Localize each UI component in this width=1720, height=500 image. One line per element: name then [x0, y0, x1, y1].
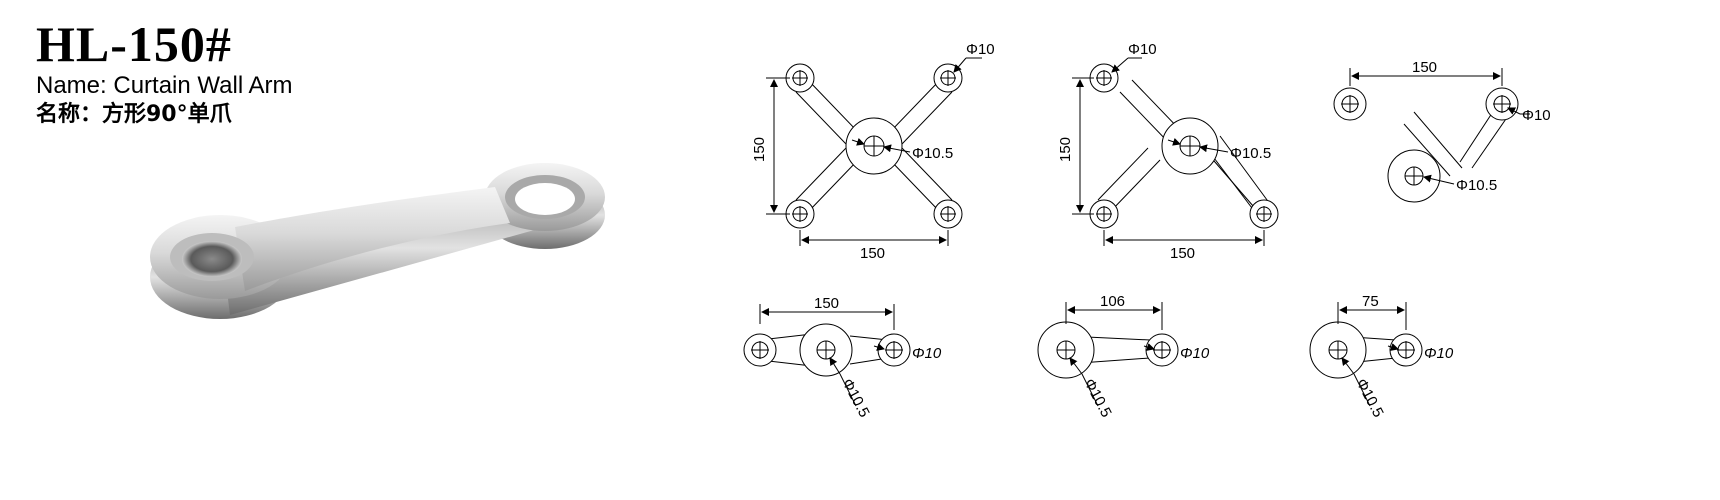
curtain-wall-arm-image [150, 163, 605, 319]
single-arm-106-small-hole-label: Φ10 [1180, 345, 1210, 362]
single-arm-75-small-hole-label: Φ10 [1424, 345, 1454, 362]
drawing-single-arm-75 [1309, 302, 1423, 407]
double-arm-center-hole-label: Φ10.5 [838, 376, 872, 420]
double-arm-width-dim: 150 [814, 295, 839, 312]
x-arm-center-hole-label: Φ10.5 [912, 145, 953, 162]
v-arm-center-hole-label: Φ10.5 [1456, 177, 1497, 194]
product-name: Name: Curtain Wall Arm [36, 72, 293, 99]
technical-drawings: Φ10 Φ10.5 150 150 Φ10 Φ10.5 150 150 150 … [743, 41, 1551, 420]
x-arm-b-height-dim: 150 [1057, 137, 1074, 162]
header: HL-150# Name: Curtain Wall Arm 名称：方形90°单… [36, 16, 293, 130]
single-arm-106-center-hole-label: Φ10.5 [1080, 376, 1114, 420]
x-arm-height-dim: 150 [751, 137, 768, 162]
x-arm-b-width-dim: 150 [1170, 245, 1195, 262]
x-arm-b-small-hole-label: Φ10 [1128, 41, 1157, 58]
drawing-x-arm [766, 57, 982, 246]
x-arm-width-dim: 150 [860, 245, 885, 262]
v-arm-small-hole-label: Φ10 [1522, 107, 1551, 124]
drawing-double-arm [743, 304, 911, 407]
drawing-single-arm-106 [1037, 302, 1179, 407]
model-number: HL-150# [36, 16, 232, 72]
single-arm-75-width-dim: 75 [1362, 293, 1379, 310]
double-arm-small-hole-label: Φ10 [912, 345, 942, 362]
single-arm-106-width-dim: 106 [1100, 293, 1125, 310]
single-arm-75-center-hole-label: Φ10.5 [1352, 376, 1386, 420]
product-name-chinese: 名称：方形90°单爪 [36, 102, 232, 127]
x-arm-small-hole-label: Φ10 [966, 41, 995, 58]
x-arm-b-center-hole-label: Φ10.5 [1230, 145, 1271, 162]
drawing-x-arm-b [1072, 57, 1279, 246]
drawing-v-arm [1333, 68, 1530, 203]
v-arm-width-dim: 150 [1412, 59, 1437, 76]
